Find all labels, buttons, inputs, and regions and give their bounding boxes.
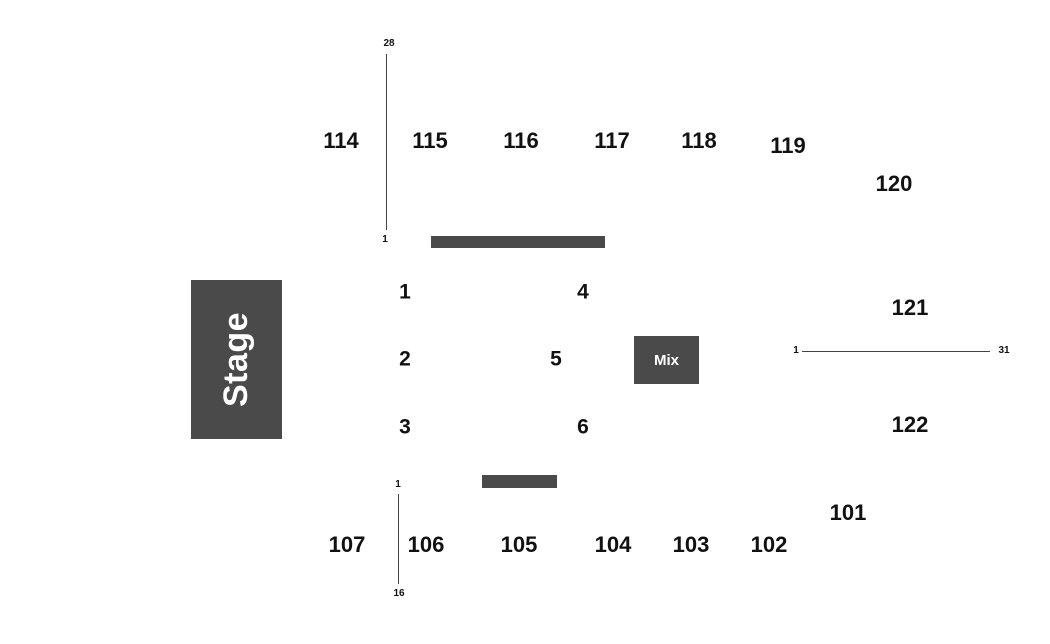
- stage: Stage: [191, 280, 282, 439]
- row-marker-bottom-start: 1: [395, 479, 401, 490]
- section-116[interactable]: 116: [503, 128, 539, 153]
- section-103[interactable]: 103: [672, 532, 710, 557]
- row-marker-top-end: 28: [383, 38, 395, 49]
- floor-section-1[interactable]: 1: [399, 280, 411, 304]
- section-105[interactable]: 105: [500, 532, 538, 557]
- section-107[interactable]: 107: [328, 532, 366, 557]
- section-121[interactable]: 121: [891, 295, 929, 320]
- row-line-bottom: [398, 494, 399, 584]
- row-marker-bottom-end: 16: [393, 588, 405, 599]
- barrier-bottom: [482, 475, 557, 488]
- section-102[interactable]: 102: [750, 532, 788, 557]
- section-115[interactable]: 115: [412, 128, 448, 153]
- section-114[interactable]: 114: [323, 128, 359, 153]
- floor-section-5[interactable]: 5: [550, 347, 562, 371]
- stage-label: Stage: [217, 311, 255, 408]
- mix-position: Mix: [634, 336, 699, 384]
- row-marker-right-end: 31: [998, 345, 1010, 356]
- section-122[interactable]: 122: [891, 412, 929, 437]
- section-101[interactable]: 101: [829, 500, 867, 525]
- row-line-top: [386, 54, 387, 230]
- floor-section-2[interactable]: 2: [399, 347, 411, 371]
- section-119[interactable]: 119: [770, 133, 806, 158]
- section-106[interactable]: 106: [407, 532, 445, 557]
- section-120[interactable]: 120: [875, 171, 913, 196]
- floor-section-4[interactable]: 4: [577, 280, 589, 304]
- floor-section-6[interactable]: 6: [577, 415, 589, 439]
- section-118[interactable]: 118: [681, 128, 717, 153]
- floor-section-3[interactable]: 3: [399, 415, 411, 439]
- row-line-right: [802, 351, 990, 352]
- row-marker-right-start: 1: [793, 345, 799, 356]
- section-104[interactable]: 104: [594, 532, 632, 557]
- section-117[interactable]: 117: [594, 128, 630, 153]
- row-marker-top-start: 1: [382, 234, 388, 245]
- barrier-top: [431, 236, 605, 248]
